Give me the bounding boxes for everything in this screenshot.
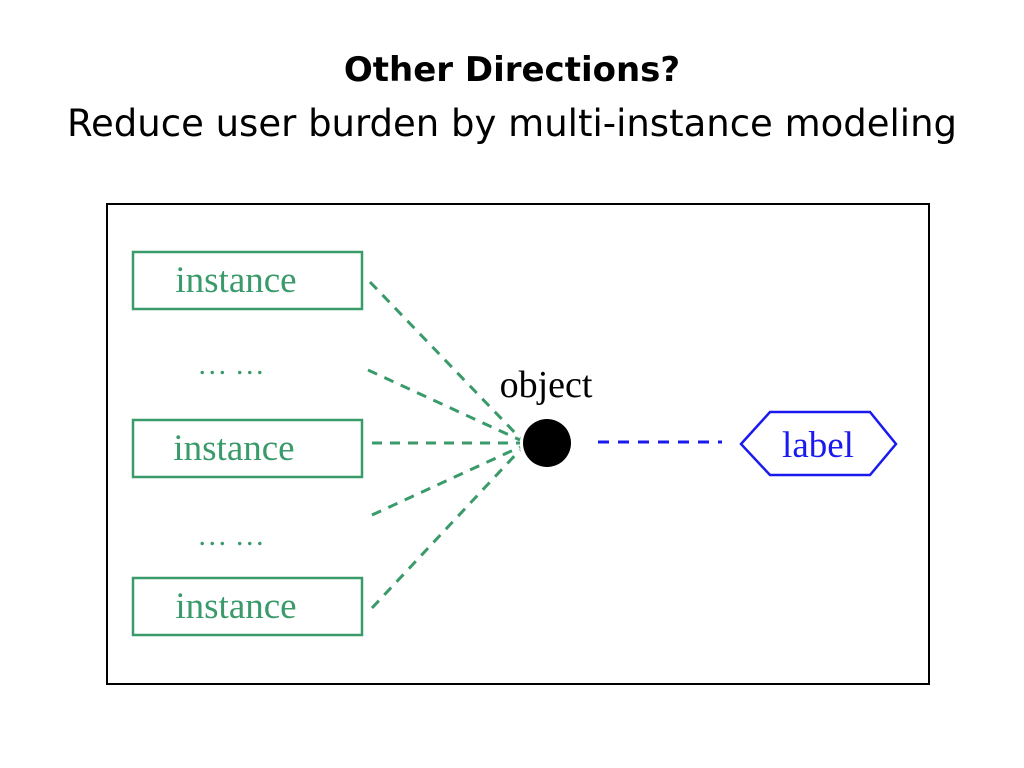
slide-title: Other Directions? Reduce user burden by …	[0, 44, 1024, 152]
instance-box-2-label: instance	[173, 428, 294, 469]
instance-box-1: instance	[131, 250, 364, 311]
instance-box-3-border	[131, 576, 364, 637]
connector-5	[370, 448, 522, 610]
title-heading: Other Directions?	[343, 50, 681, 90]
instance-box-1-label: instance	[175, 260, 296, 301]
label-hexagon	[739, 410, 898, 477]
connector-1	[368, 280, 522, 440]
ellipsis-1: … …	[197, 348, 265, 381]
label-text: label	[782, 425, 854, 466]
instance-box-1-border	[131, 250, 364, 311]
instance-box-3-label: instance	[175, 586, 296, 627]
instance-connectors	[367, 280, 522, 610]
instance-box-2-border	[131, 418, 364, 479]
connector-2	[367, 368, 521, 442]
diagram-frame	[106, 203, 930, 685]
title-subtitle: Reduce user burden by multi-instance mod…	[66, 102, 958, 145]
instance-box-2: instance	[131, 418, 364, 479]
ellipsis-2: … …	[197, 519, 265, 552]
label-node: label	[739, 410, 898, 477]
instance-box-3: instance	[131, 576, 364, 637]
object-node	[523, 419, 571, 467]
object-label: object	[500, 364, 593, 406]
connector-4	[371, 445, 521, 517]
